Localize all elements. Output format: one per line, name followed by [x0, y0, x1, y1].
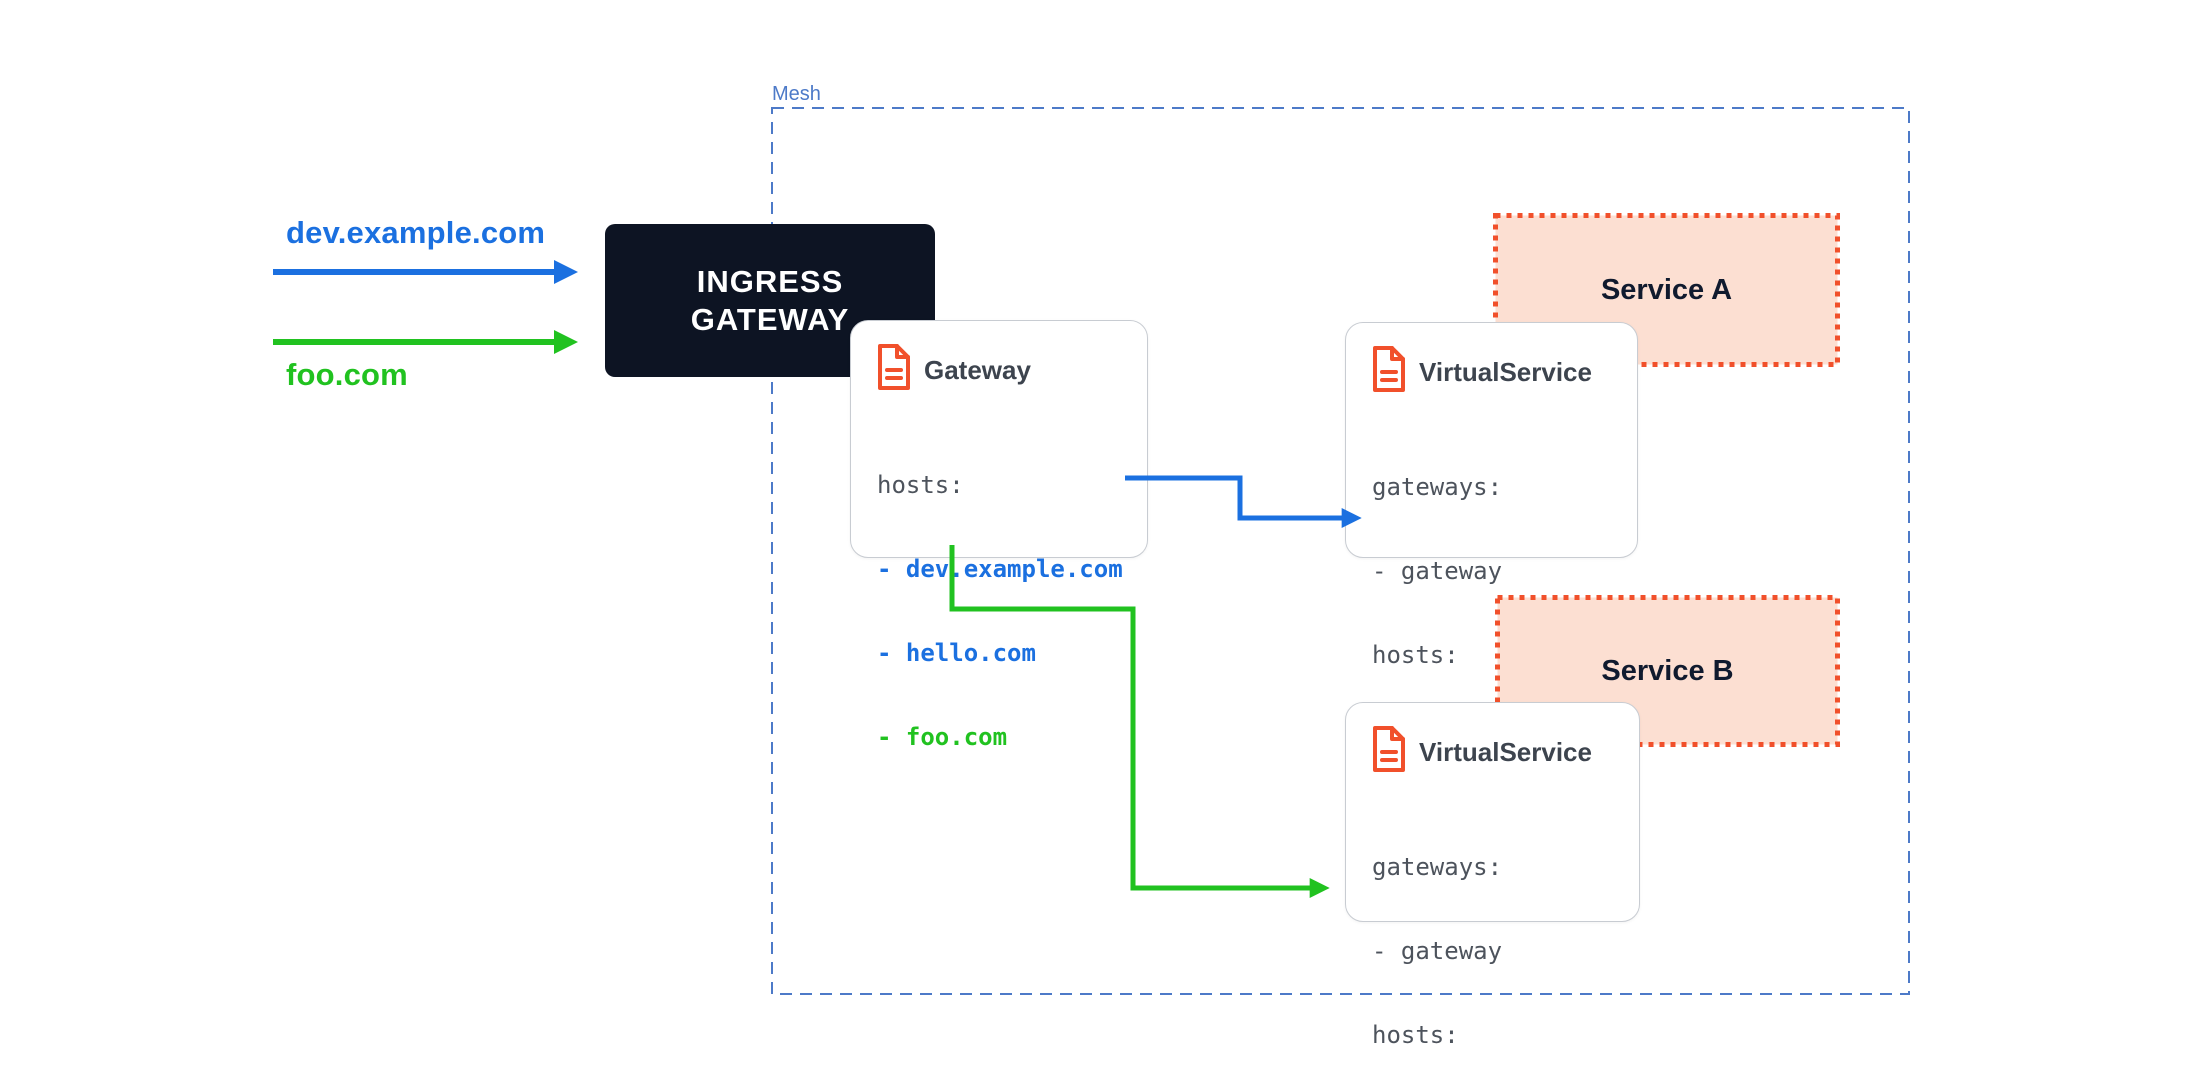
mesh-label: Mesh: [772, 83, 821, 105]
virtualservice-b-header: VirtualService: [1372, 725, 1639, 773]
request-label-dev-example-com: dev.example.com: [286, 215, 546, 250]
virtualservice-a-title: VirtualService: [1419, 356, 1592, 387]
code-line: - gateway: [1372, 937, 1503, 965]
virtualservice-b-title: VirtualService: [1419, 736, 1592, 767]
gateway-card-code: hosts: - dev.example.com - hello.com - f…: [877, 415, 1147, 807]
virtualservice-a-card: VirtualService gateways: - gateway hosts…: [1345, 322, 1638, 837]
code-line: gateways:: [1372, 853, 1503, 881]
gateway-card-header: Gateway: [877, 343, 1147, 391]
code-line: - dev.example.com: [877, 555, 1123, 583]
document-icon: [1372, 725, 1406, 773]
code-line: hosts:: [1372, 1021, 1459, 1049]
virtualservice-a-header: VirtualService: [1372, 345, 1637, 393]
code-line: gateways:: [1372, 473, 1503, 501]
document-icon: [877, 343, 911, 391]
code-line: hosts:: [1372, 641, 1459, 669]
service-a-label: Service A: [1600, 273, 1733, 306]
code-line: - gateway: [1372, 557, 1503, 585]
gateway-card-title: Gateway: [924, 354, 1031, 385]
document-icon: [1372, 345, 1406, 393]
virtualservice-b-card: VirtualService gateways: - gateway hosts…: [1345, 702, 1640, 1049]
code-line: - foo.com: [877, 723, 1008, 751]
request-label-foo-com: foo.com: [286, 357, 408, 392]
gateway-card: Gateway hosts: - dev.example.com - hello…: [850, 320, 1148, 751]
code-line: - hello.com: [877, 639, 1036, 667]
virtualservice-b-code: gateways: - gateway hosts: - foo.com: [1372, 797, 1639, 1080]
ingress-gateway-label: INGRESS GATEWAY: [690, 263, 850, 337]
connector-gateway-to-virtualservice-a: [1125, 475, 1362, 528]
code-line: hosts:: [877, 471, 964, 499]
